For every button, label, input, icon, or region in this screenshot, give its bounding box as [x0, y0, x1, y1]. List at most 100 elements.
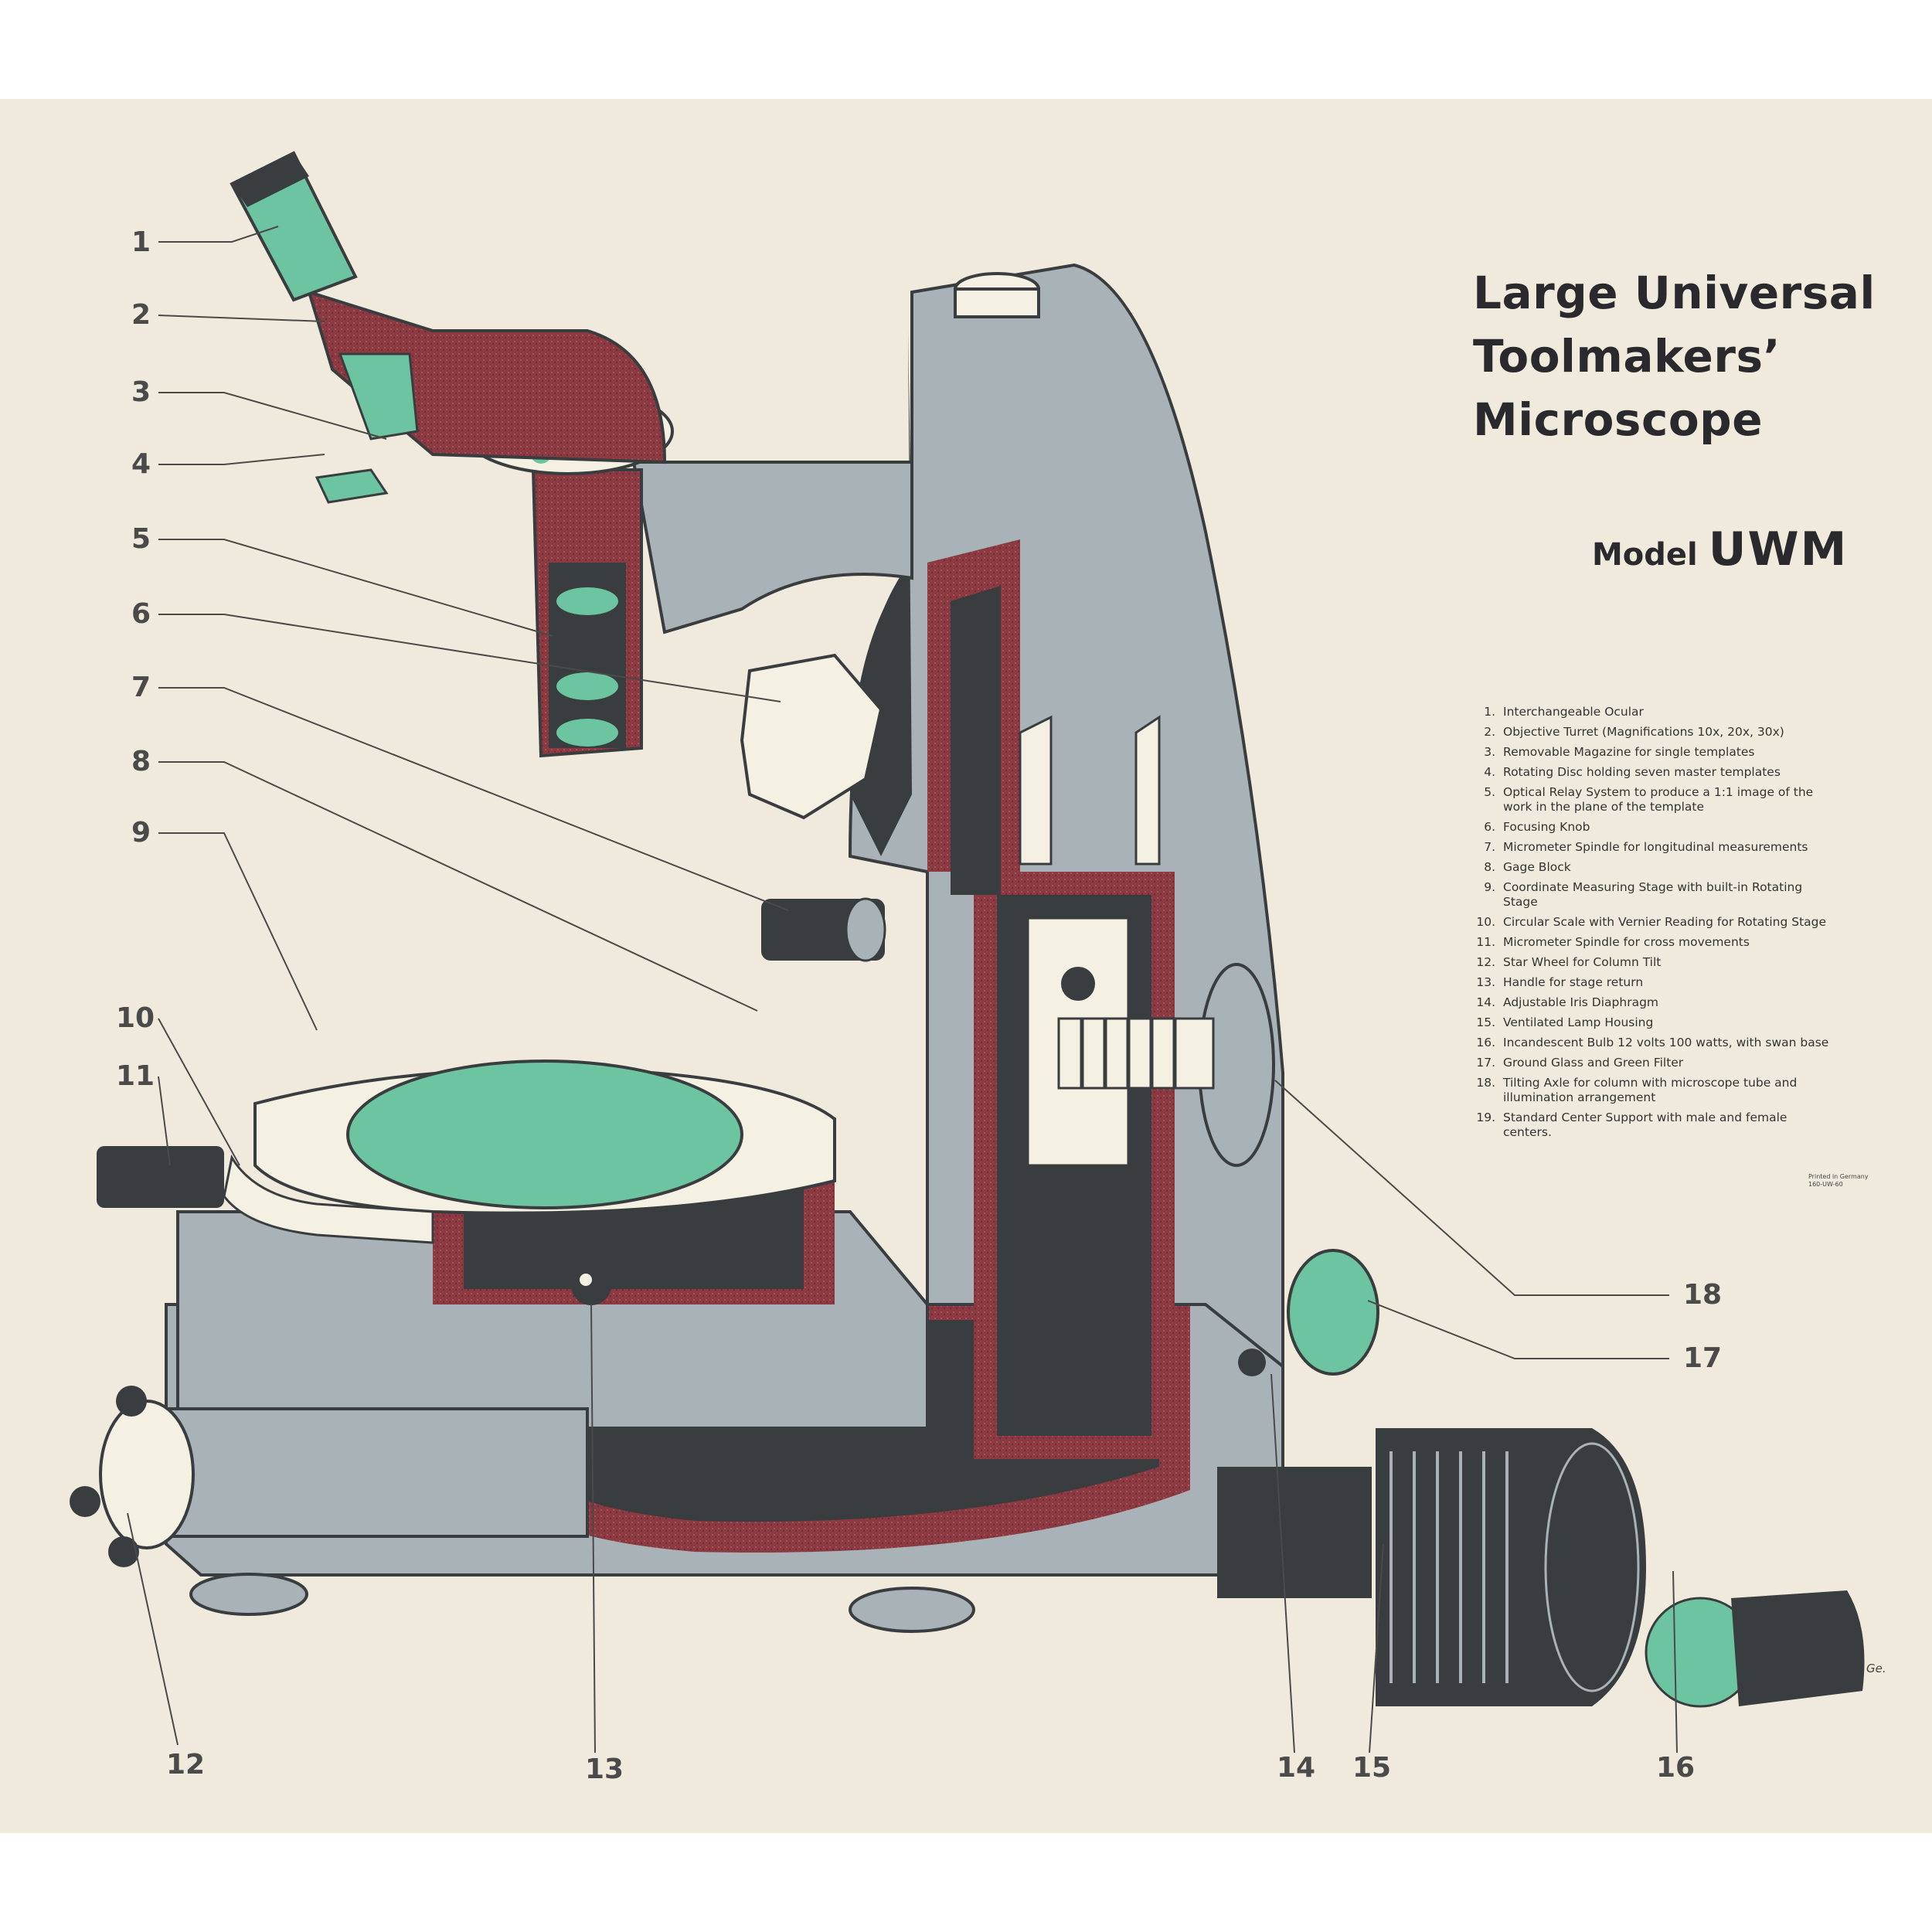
legend-number: 10.	[1476, 915, 1495, 929]
circular-scale	[223, 1154, 434, 1244]
legend-number: 1.	[1484, 705, 1495, 719]
star-wheel	[99, 1400, 195, 1549]
legend-number: 8.	[1484, 860, 1495, 874]
column-rib	[1134, 715, 1161, 866]
poster: Large Universal Toolmakers’ Microscope M…	[0, 99, 1932, 1833]
micrometer-spindle-cross	[97, 1146, 224, 1208]
artist-signature: Ge.	[1866, 1662, 1886, 1675]
legend-item: 7. Micrometer Spindle for longitudinal me…	[1475, 840, 1838, 855]
parts-legend: 1. Interchangeable Ocular 2. Objective Turr…	[1475, 705, 1838, 1145]
legend-text: Standard Center Support with male and fe…	[1503, 1111, 1787, 1139]
legend-item: 13. Handle for stage return	[1475, 975, 1838, 990]
printed-note-line: 160-UW-60	[1808, 1181, 1843, 1188]
callout-number: 14	[1277, 1752, 1316, 1784]
stage-return-handle	[571, 1265, 611, 1305]
legend-text: Adjustable Iris Diaphragm	[1503, 995, 1659, 1009]
callout-number: 7	[131, 672, 151, 703]
legend-item: 11. Micrometer Spindle for cross movement…	[1475, 935, 1838, 950]
legend-item: 15. Ventilated Lamp Housing	[1475, 1015, 1838, 1030]
callout-number: 3	[131, 376, 151, 408]
legend-item: 19. Standard Center Support with male and…	[1475, 1111, 1838, 1140]
legend-text: Objective Turret (Magnifications 10x, 20…	[1503, 725, 1784, 739]
legend-item: 14. Adjustable Iris Diaphragm	[1475, 995, 1838, 1010]
callout-number: 6	[131, 598, 151, 630]
legend-number: 16.	[1476, 1036, 1495, 1049]
callout-number: 4	[131, 448, 151, 480]
legend-number: 18.	[1476, 1076, 1495, 1090]
legend-item: 6. Focusing Knob	[1475, 820, 1838, 835]
ocular-prism	[338, 352, 419, 440]
callout-number: 9	[131, 817, 151, 849]
legend-item: 5.Optical Relay System to produce a 1:1 …	[1475, 785, 1838, 815]
foot-center	[849, 1587, 975, 1633]
legend-number: 4.	[1484, 765, 1495, 779]
legend-number: 3.	[1484, 745, 1495, 759]
legend-text: Incandescent Bulb 12 volts 100 watts, wi…	[1503, 1036, 1829, 1049]
bulb-socket	[1731, 1590, 1865, 1706]
callout-number: 18	[1683, 1279, 1723, 1311]
legend-text: Interchangeable Ocular	[1503, 705, 1644, 719]
foot-left	[189, 1573, 308, 1616]
legend-text: Coordinate Measuring Stage with built-in…	[1503, 880, 1803, 909]
title-line: Microscope	[1473, 393, 1764, 446]
legend-text: Rotating Disc holding seven master templ…	[1503, 765, 1781, 779]
iris-diaphragm	[1217, 1467, 1372, 1598]
poster-title: Large Universal Toolmakers’ Microscope	[1473, 261, 1876, 451]
stage-glass	[346, 1060, 743, 1209]
legend-text: Focusing Knob	[1503, 820, 1590, 834]
focusing-knob	[740, 653, 883, 820]
callout-number: 13	[585, 1753, 624, 1785]
legend-number: 13.	[1476, 975, 1495, 989]
legend-text: Tilting Axle for column with microscope …	[1503, 1076, 1798, 1104]
legend-number: 15.	[1476, 1015, 1495, 1029]
legend-number: 7.	[1484, 840, 1495, 854]
legend-text: Ground Glass and Green Filter	[1503, 1056, 1684, 1070]
legend-number: 9.	[1484, 880, 1495, 894]
legend-number: 19.	[1476, 1111, 1495, 1124]
legend-item: 18. Tilting Axle for column with microsco…	[1475, 1076, 1838, 1105]
legend-text: Ventilated Lamp Housing	[1503, 1015, 1654, 1029]
model-code: UWM	[1708, 522, 1849, 577]
legend-number: 14.	[1476, 995, 1495, 1009]
microscope-illustration	[70, 151, 1865, 1753]
legend-item: 16. Incandescent Bulb 12 volts 100 watts,…	[1475, 1036, 1838, 1050]
legend-text: Micrometer Spindle for cross movements	[1503, 935, 1750, 949]
callout-number: 17	[1683, 1342, 1723, 1374]
callout-number: 1	[131, 226, 151, 258]
legend-item: 8.Gage Block	[1475, 860, 1838, 875]
title-line: Toolmakers’	[1473, 330, 1781, 383]
legend-number: 6.	[1484, 820, 1495, 834]
legend-text: Star Wheel for Column Tilt	[1503, 955, 1662, 969]
legend-text: Optical Relay System to produce a 1:1 im…	[1503, 785, 1814, 814]
legend-item: 4. Rotating Disc holding seven master tem…	[1475, 765, 1838, 780]
legend-text: Circular Scale with Vernier Reading for …	[1503, 915, 1827, 929]
callout-number: 10	[116, 1002, 155, 1034]
legend-number: 2.	[1484, 725, 1495, 739]
leader-lines	[127, 226, 1678, 1753]
legend-text: Micrometer Spindle for longitudinal meas…	[1503, 840, 1808, 854]
title-line: Large Universal	[1473, 267, 1876, 319]
printed-note: Printed in Germany 160-UW-60	[1808, 1173, 1869, 1189]
legend-number: 17.	[1476, 1056, 1495, 1070]
callout-number: 15	[1352, 1752, 1392, 1784]
callout-number: 2	[131, 299, 151, 331]
legend-item: 17. Ground Glass and Green Filter	[1475, 1056, 1838, 1070]
legend-number: 11.	[1476, 935, 1495, 949]
legend-item: 2. Objective Turret (Magnifications 10x, …	[1475, 725, 1838, 740]
callout-number: 8	[131, 746, 151, 777]
model-label: Model UWM	[1592, 522, 1848, 577]
printed-note-line: Printed in Germany	[1808, 1173, 1869, 1180]
model-word: Model	[1592, 537, 1698, 573]
lamp-fins	[1389, 1451, 1509, 1683]
spring-coils	[1080, 1019, 1177, 1088]
legend-text: Handle for stage return	[1503, 975, 1644, 989]
column-hole	[1061, 967, 1095, 1001]
callout-number: 5	[131, 523, 151, 555]
callout-number: 16	[1656, 1752, 1696, 1784]
column-rib	[1019, 715, 1053, 866]
legend-number: 12.	[1476, 955, 1495, 969]
legend-text: Removable Magazine for single templates	[1503, 745, 1755, 759]
stage-front-bar	[161, 1407, 589, 1538]
tilting-axle-spring	[1057, 1017, 1215, 1090]
legend-item: 10. Circular Scale with Vernier Reading f…	[1475, 915, 1838, 930]
